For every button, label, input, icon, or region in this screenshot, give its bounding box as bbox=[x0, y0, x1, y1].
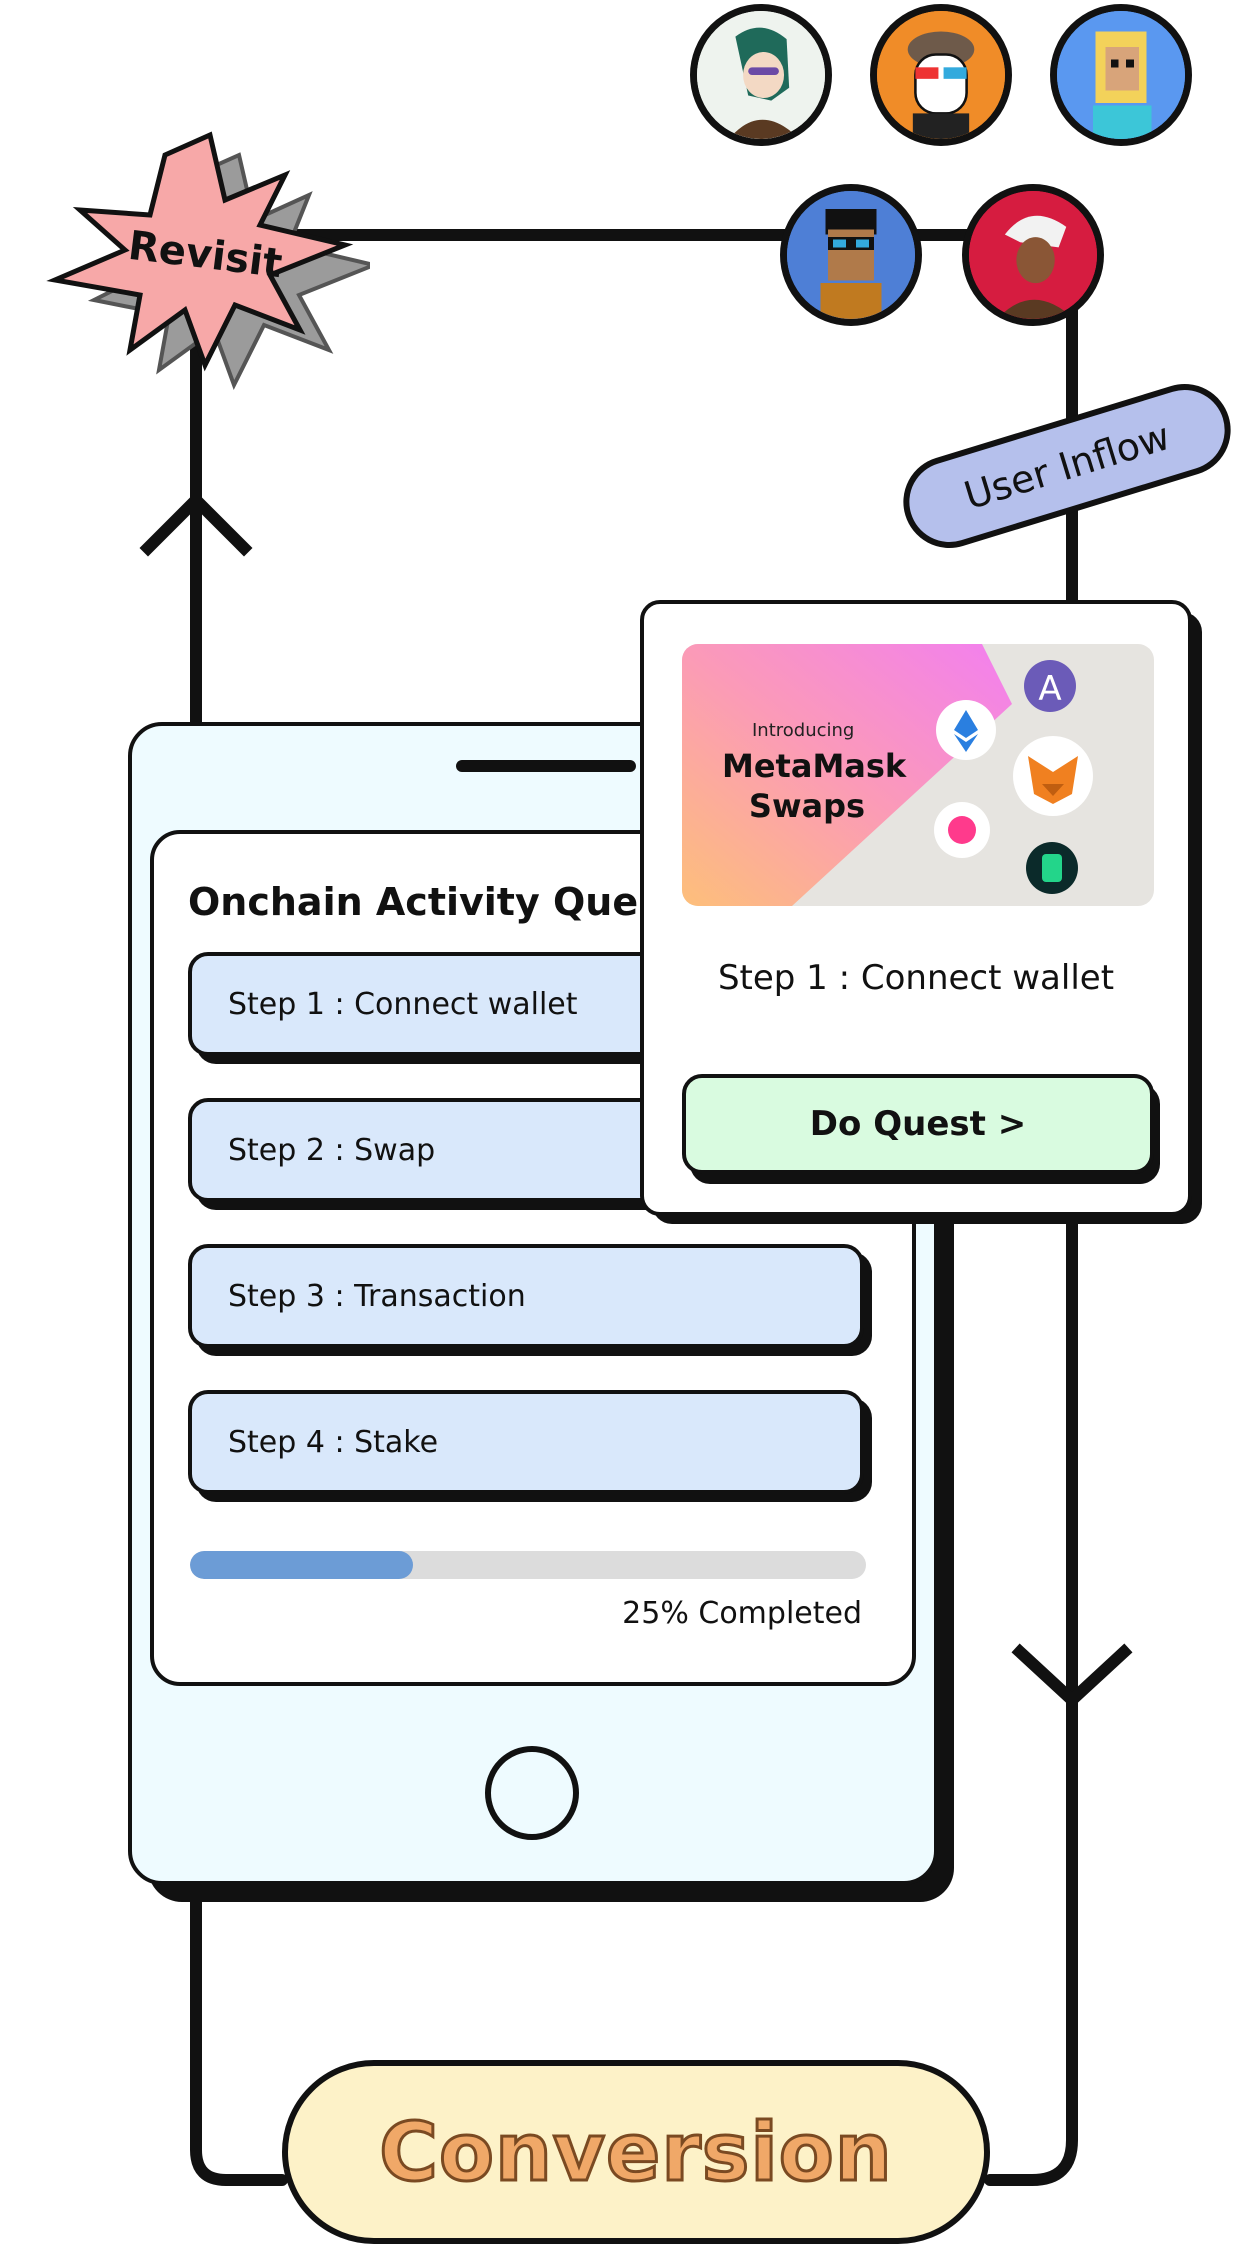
down-arrow-icon bbox=[1011, 1643, 1133, 1709]
revisit-burst bbox=[46, 131, 370, 391]
quest-step-label: Step 3 : Transaction bbox=[228, 1278, 526, 1314]
quest-step-label: Step 2 : Swap bbox=[228, 1132, 436, 1168]
avatar-pixel-blonde bbox=[1050, 4, 1192, 146]
avatar-anime-girl bbox=[690, 4, 832, 146]
ethereum-icon bbox=[936, 700, 996, 760]
avatar-pixel-goggles bbox=[780, 184, 922, 326]
do-quest-button[interactable]: Do Quest > bbox=[682, 1074, 1154, 1174]
metamask-fox-icon bbox=[1013, 736, 1093, 816]
quest-step-label: Step 4 : Stake bbox=[228, 1424, 439, 1460]
bancor-icon bbox=[1026, 842, 1078, 894]
metamask-banner: A bbox=[682, 644, 1154, 906]
quest-title: Onchain Activity Quest bbox=[188, 880, 679, 924]
aave-icon: A bbox=[1024, 660, 1076, 712]
uniswap-icon bbox=[934, 802, 990, 858]
quest-step-transaction[interactable]: Step 3 : Transaction bbox=[188, 1244, 864, 1348]
svg-text:A: A bbox=[1038, 669, 1061, 709]
quest-step-stake[interactable]: Step 4 : Stake bbox=[188, 1390, 864, 1494]
do-quest-label: Do Quest > bbox=[809, 1104, 1027, 1144]
avatar-3d-glasses bbox=[870, 4, 1012, 146]
progress-label: 25% Completed bbox=[622, 1596, 862, 1631]
conversion-label: Conversion bbox=[378, 2104, 893, 2200]
progress-fill bbox=[190, 1551, 414, 1579]
home-button[interactable] bbox=[485, 1746, 579, 1840]
phone-speaker bbox=[456, 760, 636, 772]
popup-step-label: Step 1 : Connect wallet bbox=[717, 958, 1115, 998]
progress-bar bbox=[190, 1551, 866, 1579]
banner-intro: Introducing bbox=[752, 720, 855, 741]
banner-title: MetaMask Swaps bbox=[722, 747, 907, 825]
avatar-anime-white-hair bbox=[962, 184, 1104, 326]
quest-step-label: Step 1 : Connect wallet bbox=[228, 986, 578, 1022]
up-arrow-icon bbox=[139, 491, 253, 557]
conversion-pill: Conversion bbox=[282, 2060, 990, 2244]
